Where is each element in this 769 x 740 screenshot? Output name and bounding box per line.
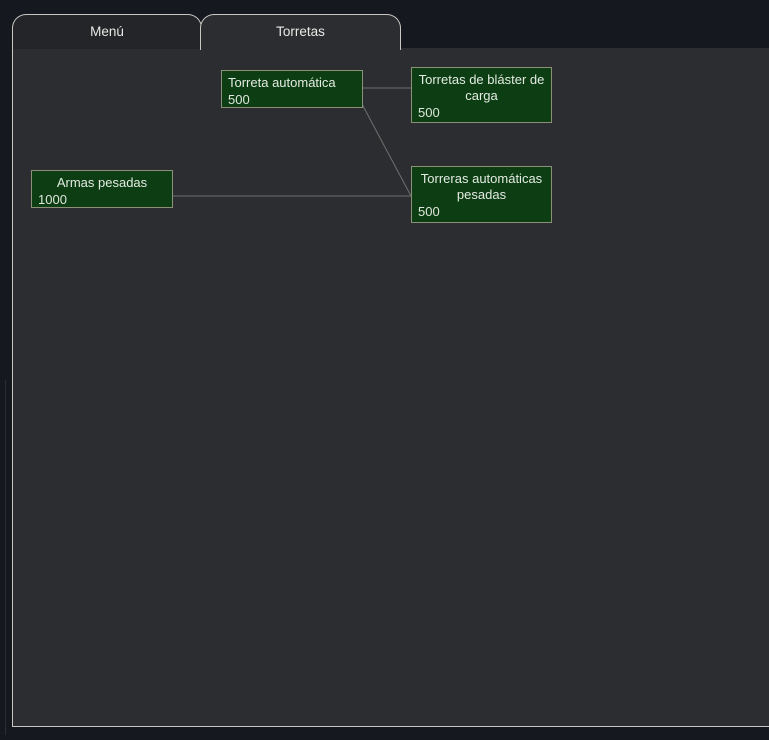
tech-node-armas-pesadas[interactable]: Armas pesadas 1000 bbox=[31, 170, 173, 208]
tech-node-title: Armas pesadas bbox=[56, 175, 148, 190]
tech-node-cost: 500 bbox=[418, 204, 440, 219]
tech-tree-canvas[interactable]: Torreta automática 500 Torretas de blást… bbox=[13, 48, 769, 726]
tech-node-cost: 1000 bbox=[38, 192, 67, 207]
tech-tree-edges bbox=[173, 87, 412, 197]
tech-node-title: Torretas de bláster de carga bbox=[418, 72, 545, 103]
tab-menu[interactable]: Menú bbox=[12, 14, 202, 49]
tech-node-title: Torreras automáticas pesadas bbox=[420, 171, 543, 202]
tab-torretas[interactable]: Torretas bbox=[200, 14, 401, 50]
tab-bar: Menú Torretas bbox=[0, 0, 769, 50]
tech-node-torreta-automatica[interactable]: Torreta automática 500 bbox=[221, 70, 363, 108]
tech-node-cost: 500 bbox=[228, 92, 250, 107]
left-rail-divider bbox=[5, 380, 6, 735]
content-panel: Torreta automática 500 Torretas de blást… bbox=[12, 48, 769, 727]
edge-torreta-automatica-to-automaticas-pesadas bbox=[361, 103, 412, 197]
tech-node-title: Torreta automática bbox=[228, 75, 336, 90]
tech-node-automaticas-pesadas[interactable]: Torreras automáticas pesadas 500 bbox=[411, 166, 552, 223]
tech-node-blaster-carga[interactable]: Torretas de bláster de carga 500 bbox=[411, 67, 552, 123]
tech-node-cost: 500 bbox=[418, 105, 440, 120]
